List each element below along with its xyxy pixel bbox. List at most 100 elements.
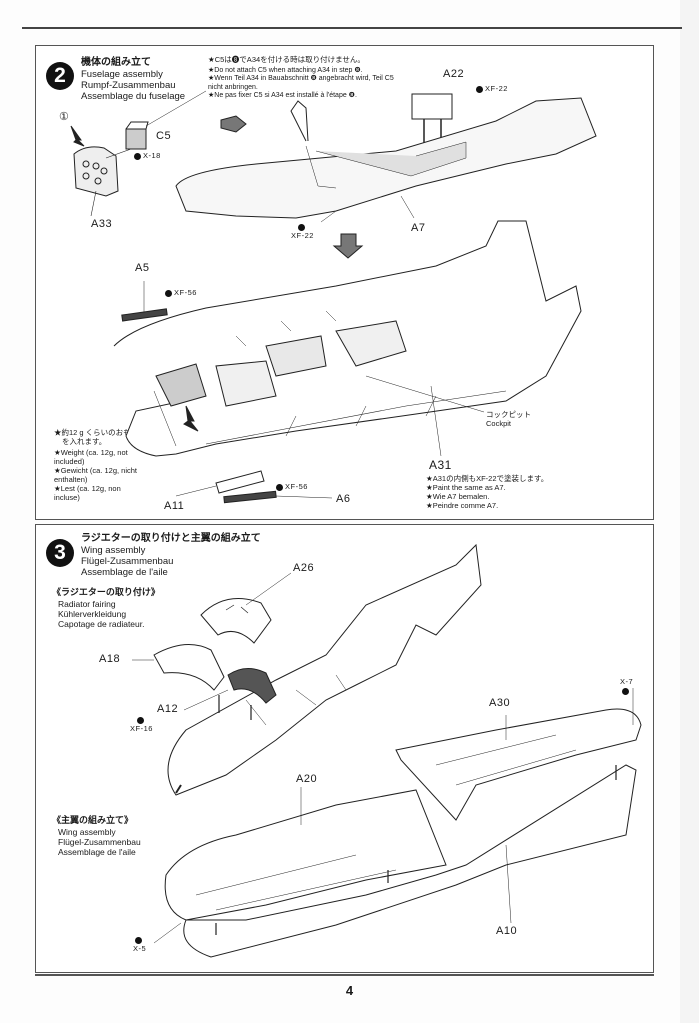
- a31-note-jp: ★A31の内側もXF-22で塗装します。: [426, 474, 549, 483]
- part-label-a26: A26: [293, 562, 315, 574]
- paint-drop-icon: [297, 223, 305, 231]
- weight-de: ★Gewicht (ca. 12g, nicht enthalten): [54, 466, 138, 484]
- paint-callout-a5: XF-56: [165, 288, 197, 297]
- part-label-a33: A33: [91, 218, 113, 230]
- paint-callout-a7: XF-22: [291, 222, 314, 240]
- sub-step-marker: ①: [59, 111, 69, 123]
- part-label-a30: A30: [489, 697, 511, 709]
- title-jp: ラジエターの取り付けと主翼の組み立て: [81, 533, 261, 544]
- part-label-a10: A10: [496, 925, 518, 937]
- a31-paint-note: ★A31の内側もXF-22で塗装します。 ★Paint the same as …: [426, 474, 548, 510]
- paint-callout-a30: X-7: [620, 677, 633, 695]
- caution-jp: ★C5は❽でA34を付ける時は取り付けません。: [208, 55, 365, 64]
- part-label-a6: A6: [336, 493, 351, 505]
- part-label-a5: A5: [135, 262, 150, 274]
- part-label-a20: A20: [296, 773, 318, 785]
- paint-drop-icon: [622, 687, 630, 695]
- title-en: Fuselage assembly: [81, 69, 163, 80]
- part-label-a11: A11: [164, 500, 185, 512]
- step-2-title-block: 機体の組み立て Fuselage assembly Rumpf-Zusammen…: [81, 57, 185, 102]
- paint-drop-icon: [134, 152, 141, 160]
- paint-callout-c5: X-18: [134, 151, 161, 160]
- title-en: Wing assembly: [81, 545, 146, 556]
- wing-subsection: 《主翼の組み立て》 Wing assembly Flügel-Zusammenb…: [52, 815, 141, 857]
- instrument-panel-a33: [73, 146, 119, 197]
- top-rule: [22, 27, 682, 29]
- caution-en: ★Do not attach C5 when attaching A34 in …: [208, 66, 363, 74]
- wing-lower-a10: [183, 764, 637, 958]
- wing-en: Wing assembly: [58, 827, 116, 837]
- part-label-a18: A18: [99, 653, 121, 665]
- wing-de: Flügel-Zusammenbau: [58, 837, 141, 847]
- part-a18: [153, 644, 225, 691]
- page-number: 4: [345, 983, 354, 998]
- down-arrow-icon: [332, 233, 364, 259]
- step-number-badge: 2: [46, 62, 74, 90]
- radiator-de: Kühlerverkleidung: [58, 609, 127, 619]
- paint-code: XF-56: [174, 288, 197, 297]
- title-de: Flügel-Zusammenbau: [81, 556, 174, 567]
- step-3-panel: 3 ラジエターの取り付けと主翼の組み立て Wing assembly Flüge…: [35, 524, 654, 973]
- paint-drop-icon: [165, 289, 172, 297]
- radiator-subsection: 《ラジエターの取り付け》 Radiator fairing Kühlerverk…: [52, 587, 160, 629]
- weight-fr: ★Lest (ca. 12g, non incluse): [54, 484, 121, 502]
- caution-note: ★C5は❽でA34を付ける時は取り付けません。 ★Do not attach C…: [208, 55, 408, 101]
- part-label-c5: C5: [156, 130, 172, 142]
- part-a26: [200, 598, 272, 644]
- paint-callout-a20: X-5: [133, 935, 146, 953]
- part-a5: [121, 308, 168, 322]
- part-a11: [215, 470, 265, 494]
- weight-note: ★約12 g くらいのおもり を入れます。 ★Weight (ca. 12g, …: [54, 428, 146, 502]
- step-number-badge: 3: [46, 539, 74, 567]
- paint-drop-icon: [136, 716, 144, 724]
- bottom-rule: [35, 974, 654, 976]
- title-fr: Assemblage du fuselage: [81, 91, 186, 102]
- title-fr: Assemblage de l'aile: [81, 567, 168, 578]
- arrow-icon: [183, 405, 199, 432]
- paint-drop-icon: [476, 85, 483, 93]
- caution-de: ★Wenn Teil A34 in Bauabschnitt ❽ angebra…: [208, 75, 394, 91]
- caution-fr: ★Ne pas fixer C5 si A34 est installé à l…: [208, 92, 357, 99]
- part-a12: [227, 668, 277, 704]
- part-label-a12: A12: [157, 703, 179, 715]
- weight-en: ★Weight (ca. 12g, not included): [54, 448, 128, 466]
- wing-jp: 《主翼の組み立て》: [52, 815, 134, 825]
- paint-code: X-18: [143, 151, 161, 160]
- a31-note-en: ★Paint the same as A7.: [426, 483, 506, 492]
- paint-drop-icon: [135, 936, 143, 944]
- paint-code: XF-16: [130, 724, 153, 733]
- wing-left-a20: [164, 789, 447, 921]
- page-edge-shadow: [680, 0, 699, 1023]
- step-2-panel: 2 機体の組み立て Fuselage assembly Rumpf-Zusamm…: [35, 45, 654, 520]
- paint-code: XF-22: [485, 84, 508, 93]
- wing-right-a30: [395, 708, 642, 821]
- paint-callout-a6: XF-56: [276, 482, 308, 491]
- radiator-jp: 《ラジエターの取り付け》: [52, 587, 160, 597]
- direction-arrow-icon: [220, 115, 247, 133]
- title-de: Rumpf-Zusammenbau: [81, 80, 176, 91]
- fuselage-nose: [167, 543, 482, 796]
- part-a22: [411, 93, 453, 120]
- part-a6: [223, 490, 277, 504]
- paint-callout-a12: XF-16: [130, 715, 153, 733]
- cockpit-jp: コックピット: [486, 410, 531, 419]
- weight-block: [155, 363, 207, 407]
- paint-code: XF-56: [285, 482, 308, 491]
- paint-callout-a22: XF-22: [476, 84, 508, 93]
- paint-code: XF-22: [291, 231, 314, 240]
- cockpit-en: Cockpit: [486, 419, 512, 428]
- part-c5: [125, 128, 147, 150]
- arrow-icon: [70, 125, 85, 147]
- radiator-fr: Capotage de radiateur.: [58, 619, 145, 629]
- weight-jp-1: ★約12 g くらいのおもり: [54, 428, 139, 437]
- title-jp: 機体の組み立て: [81, 57, 151, 68]
- radiator-en: Radiator fairing: [58, 599, 116, 609]
- wing-fr: Assemblage de l'aile: [58, 847, 136, 857]
- paint-code: X-7: [620, 677, 634, 686]
- weight-jp-2: を入れます。: [62, 437, 107, 446]
- step-3-title-block: ラジエターの取り付けと主翼の組み立て Wing assembly Flügel-…: [81, 533, 261, 578]
- fuselage-assembly-drawing: [70, 90, 597, 504]
- wing-assembly-drawing: [132, 543, 642, 958]
- part-label-a7: A7: [411, 222, 426, 234]
- paint-code: X-5: [133, 944, 147, 953]
